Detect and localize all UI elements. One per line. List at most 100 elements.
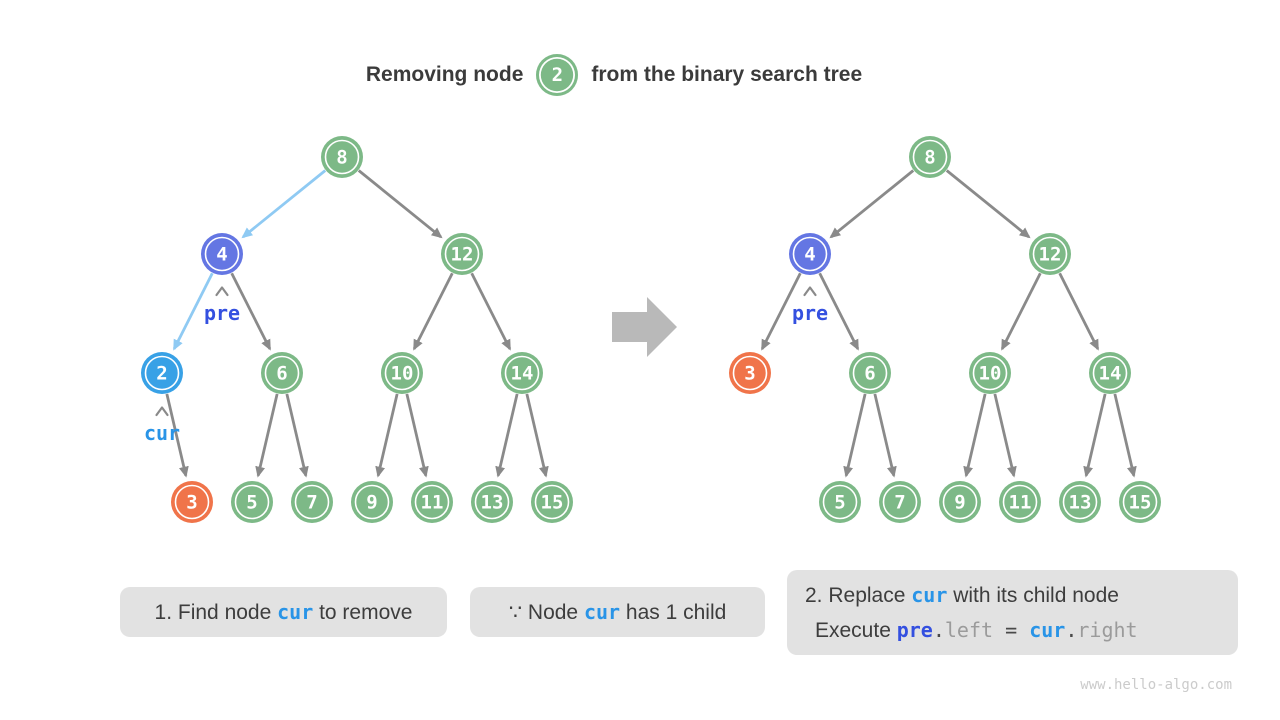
node-value: 15: [541, 492, 564, 514]
node-value: 14: [511, 363, 534, 385]
edge-after-14-15: [1113, 393, 1137, 478]
node-value: 7: [894, 492, 905, 514]
edge-before-2-3: [165, 393, 189, 478]
caption-text: has 1 child: [620, 600, 727, 624]
node-value: 6: [864, 363, 875, 385]
caption-text: with its child node: [947, 583, 1119, 607]
node-before-5: 5: [231, 481, 273, 523]
node-value: 10: [979, 363, 1002, 385]
title-text-after: from the binary search tree: [591, 63, 863, 86]
edge-before-6-7: [285, 393, 309, 478]
caption-line: ∵ Node cur has 1 child: [509, 595, 727, 630]
edge-after-14-13: [1083, 393, 1107, 478]
node-value: 5: [834, 492, 845, 514]
caption-text: 1. Find node: [154, 600, 278, 624]
edge-before-14-13: [495, 393, 519, 478]
node-before-4: 4: [201, 233, 243, 275]
caption-text: .: [1065, 617, 1078, 642]
node-before-3: 3: [171, 481, 213, 523]
node-after-9: 9: [939, 481, 981, 523]
caption-one-child: ∵ Node cur has 1 child: [470, 587, 765, 637]
node-before-10: 10: [381, 352, 423, 394]
edge-after-10-11: [993, 393, 1017, 478]
pre-pointer-before: pre: [204, 286, 240, 325]
code-token-pre: pre: [896, 617, 933, 642]
node-value: 12: [1039, 244, 1062, 266]
watermark: www.hello-algo.com: [1080, 677, 1232, 693]
caret-up-icon: [215, 286, 229, 297]
edge-before-12-14: [470, 272, 512, 351]
tree-before: 8 4 12 2 6 10 14 3 5 7 9 11 13 15 pre cur: [141, 136, 573, 523]
caption-text: Execute: [815, 618, 897, 642]
code-token-cur: cur: [1029, 617, 1066, 642]
edge-after-12-10: [1000, 272, 1042, 351]
code-token-cur: cur: [277, 599, 314, 624]
node-value: 9: [954, 492, 965, 514]
node-value: 9: [366, 492, 377, 514]
edge-after-10-9: [963, 393, 987, 478]
node-before-15: 15: [531, 481, 573, 523]
cur-pointer-before: cur: [144, 406, 180, 445]
cur-label: cur: [144, 421, 180, 445]
caption-text: .: [932, 617, 945, 642]
node-after-4: 4: [789, 233, 831, 275]
node-after-5: 5: [819, 481, 861, 523]
caret-up-icon: [803, 286, 817, 297]
pre-label: pre: [204, 301, 240, 325]
edge-before-12-10: [412, 272, 454, 351]
edge-after-6-7: [873, 393, 897, 478]
node-after-13: 13: [1059, 481, 1101, 523]
node-value: 14: [1099, 363, 1122, 385]
title-node-badge: 2: [536, 54, 579, 96]
node-value: 3: [186, 492, 197, 514]
node-value: 3: [744, 363, 755, 385]
node-before-9: 9: [351, 481, 393, 523]
node-value: 8: [924, 147, 935, 169]
caption-line: Execute pre.left = cur.right: [815, 613, 1238, 648]
edge-after-6-5: [843, 393, 867, 478]
node-before-13: 13: [471, 481, 513, 523]
node-value: 12: [451, 244, 474, 266]
node-before-7: 7: [291, 481, 333, 523]
caret-up-icon: [155, 406, 169, 417]
node-value: 13: [481, 492, 504, 514]
node-value: 10: [391, 363, 414, 385]
code-token-gray: right: [1077, 617, 1138, 642]
code-token-cur: cur: [583, 599, 621, 624]
node-value: 4: [216, 244, 227, 266]
node-value: 11: [421, 492, 444, 514]
caption-find-node: 1. Find node cur to remove: [120, 587, 447, 637]
node-value: 7: [306, 492, 317, 514]
caption-line: 2. Replace cur with its child node: [805, 578, 1238, 613]
edge-before-14-15: [525, 393, 549, 478]
edge-before-8-12: [357, 169, 443, 239]
title-node-value: 2: [551, 64, 564, 86]
title-text-before: Removing node: [365, 63, 524, 86]
node-before-6: 6: [261, 352, 303, 394]
pre-pointer-after: pre: [792, 286, 828, 325]
caption-text: 2. Replace: [805, 583, 912, 607]
edge-after-12-14: [1058, 272, 1100, 351]
caption-text: =: [993, 617, 1030, 642]
edge-before-6-5: [255, 393, 279, 478]
edge-before-4-6: [230, 272, 272, 351]
node-after-6: 6: [849, 352, 891, 394]
transition-arrow-icon: [612, 297, 677, 357]
edge-after-4-3: [760, 272, 802, 351]
edge-before-4-2: [172, 272, 214, 351]
node-after-3: 3: [729, 352, 771, 394]
node-before-2: 2: [141, 352, 183, 394]
caption-text: ∵ Node: [508, 600, 584, 624]
edge-before-8-4: [241, 169, 327, 239]
node-value: 5: [246, 492, 257, 514]
node-value: 13: [1069, 492, 1092, 514]
node-before-8: 8: [321, 136, 363, 178]
node-before-12: 12: [441, 233, 483, 275]
node-after-11: 11: [999, 481, 1041, 523]
node-before-14: 14: [501, 352, 543, 394]
node-value: 11: [1009, 492, 1032, 514]
code-token-gray: left: [944, 617, 994, 642]
